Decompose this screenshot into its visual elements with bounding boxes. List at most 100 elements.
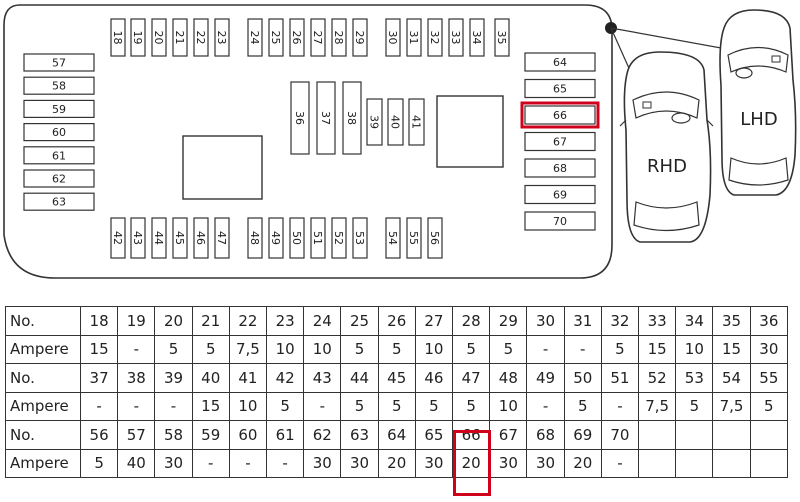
table-cell: 10 (675, 334, 714, 364)
table-cell (675, 448, 714, 478)
fuse-69-label: 69 (553, 189, 567, 202)
table-cell: - (526, 391, 565, 421)
fuse-70: 70 (524, 211, 596, 231)
fuse-40-label: 40 (389, 115, 402, 129)
row-label: No. (5, 363, 81, 393)
fuse-32: 32 (427, 18, 443, 57)
fuse-65-label: 65 (553, 83, 567, 96)
table-cell: 38 (117, 363, 156, 393)
table-cell: 30 (154, 448, 193, 478)
table-cell: 25 (340, 306, 379, 336)
fuse-36-label: 36 (293, 111, 306, 125)
table-cell: 60 (228, 420, 268, 450)
table-cell: 5 (489, 334, 528, 364)
table-cell: 7,5 (228, 334, 268, 364)
table-cell: - (303, 391, 342, 421)
fuse-19-label: 19 (131, 31, 144, 45)
fuse-52-label: 52 (332, 231, 345, 245)
table-cell: 5 (452, 334, 491, 364)
table-cell: 45 (377, 363, 416, 393)
table-cell: 36 (749, 306, 789, 336)
table-cell: 30 (526, 306, 565, 336)
table-cell: 27 (414, 306, 454, 336)
fuse-49: 49 (268, 217, 284, 259)
table-cell: 50 (563, 363, 602, 393)
table-cell: 15 (79, 334, 119, 364)
fuse-25-label: 25 (269, 31, 282, 45)
table-cell: 30 (749, 334, 789, 364)
table-cell: 54 (712, 363, 751, 393)
table-cell: 61 (266, 420, 305, 450)
fuse-27-label: 27 (311, 31, 324, 45)
table-cell: 47 (452, 363, 491, 393)
fuse-38: 38 (342, 81, 362, 155)
car-lhd: LHD (719, 9, 797, 196)
fuse-66: 66 (524, 105, 596, 125)
table-cell: 5 (452, 391, 491, 421)
table-cell (712, 420, 751, 450)
table-cell: 10 (266, 334, 305, 364)
fuse-53-label: 53 (353, 231, 366, 245)
fuse-30: 30 (385, 18, 401, 57)
table-cell: 7,5 (712, 391, 751, 421)
fuse-33: 33 (448, 18, 464, 57)
fuse-44: 44 (151, 217, 167, 259)
table-cell: 5 (377, 391, 416, 421)
table-cell: 34 (675, 306, 714, 336)
table-cell: 51 (600, 363, 640, 393)
table-cell: 32 (600, 306, 640, 336)
table-cell: 39 (154, 363, 193, 393)
fuse-63: 63 (23, 192, 95, 211)
table-cell: 7,5 (638, 391, 677, 421)
fuse-28-label: 28 (332, 31, 345, 45)
rhd-label: RHD (647, 156, 687, 177)
table-cell: 23 (266, 306, 305, 336)
table-cell: 10 (303, 334, 342, 364)
table-cell: 64 (377, 420, 416, 450)
table-cell: 68 (526, 420, 565, 450)
car-rhd: RHD (619, 51, 714, 243)
table-cell: 42 (266, 363, 305, 393)
fuse-59: 59 (23, 99, 95, 119)
table-cell: - (154, 391, 193, 421)
fuse-46-label: 46 (194, 231, 207, 245)
table-cell (749, 420, 789, 450)
table-cell: 28 (452, 306, 491, 336)
fuse-29-label: 29 (353, 31, 366, 45)
fuse-52: 52 (331, 217, 347, 259)
fuse-25: 25 (268, 18, 284, 57)
fuse-box-outline (3, 4, 613, 279)
fuse-27: 27 (310, 18, 326, 57)
relay-block-right (436, 95, 504, 168)
fuse-64-label: 64 (553, 56, 567, 69)
table-cell: 5 (340, 334, 379, 364)
table-cell: 48 (489, 363, 528, 393)
table-cell: 65 (414, 420, 454, 450)
table-cell (638, 448, 677, 478)
table-cell: 21 (191, 306, 230, 336)
fuse-56: 56 (427, 217, 443, 259)
lhd-label: LHD (740, 109, 777, 130)
fuse-53: 53 (352, 217, 368, 259)
fuse-21: 21 (172, 18, 188, 57)
fuse-63-label: 63 (52, 196, 66, 209)
fuse-68-label: 68 (553, 162, 567, 175)
fuse-41-label: 41 (410, 115, 423, 129)
table-cell: 26 (377, 306, 416, 336)
table-cell: 66 (452, 420, 491, 450)
table-cell: 56 (79, 420, 119, 450)
fuse-22-label: 22 (194, 31, 207, 45)
fuse-70-label: 70 (553, 215, 567, 228)
fuse-28: 28 (331, 18, 347, 57)
table-cell: 15 (712, 334, 751, 364)
table-cell: 33 (638, 306, 677, 336)
table-cell: 57 (117, 420, 156, 450)
table-cell: 5 (154, 334, 193, 364)
fuse-67-label: 67 (553, 136, 567, 149)
fuse-67: 67 (524, 131, 596, 152)
fuse-50: 50 (289, 217, 305, 259)
fuse-58: 58 (23, 76, 95, 95)
